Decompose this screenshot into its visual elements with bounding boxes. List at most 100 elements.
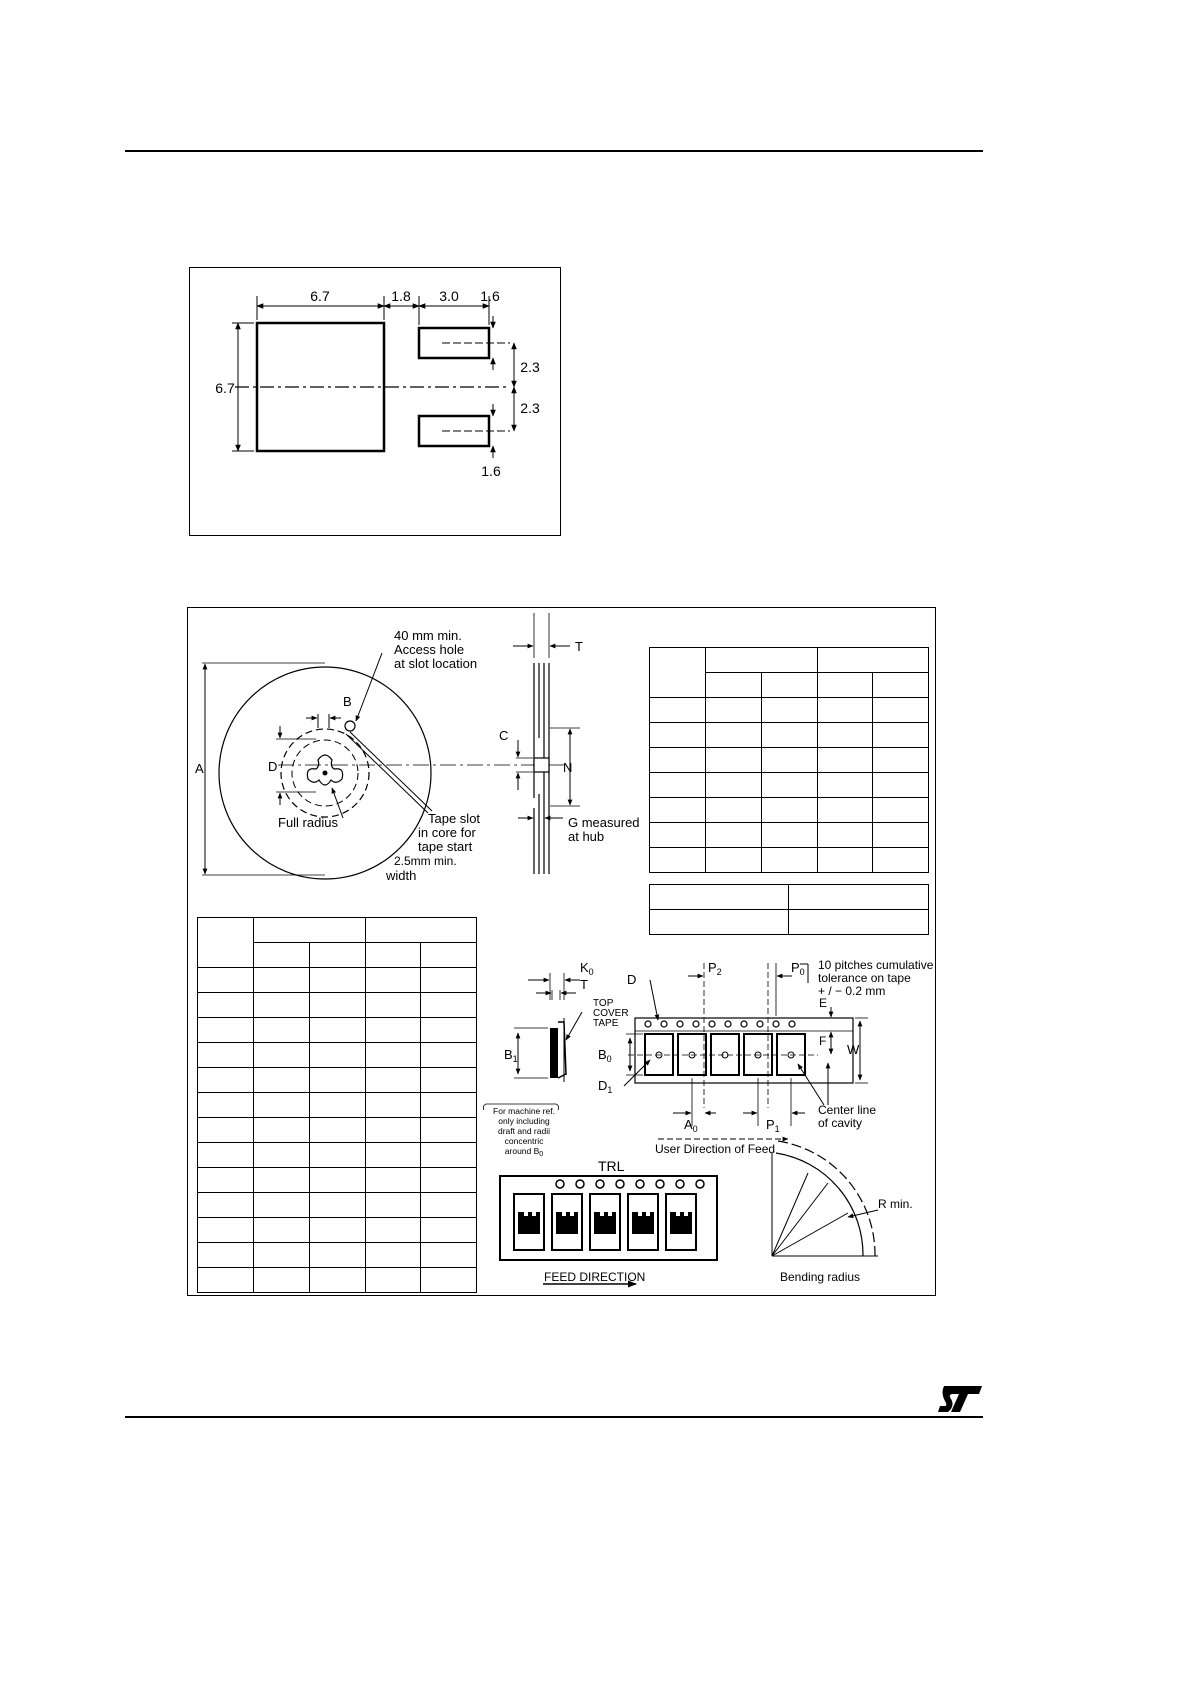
reel-label-access-1: 40 mm min. [394, 628, 462, 643]
tape-label-top-cover-2: COVER [593, 1008, 629, 1019]
table-row [649, 847, 929, 873]
table-row [649, 909, 929, 935]
table-cell [197, 917, 254, 968]
tape-label-p2: P2 [708, 960, 722, 977]
dim-top-3-0: 3.0 [439, 288, 459, 304]
reel-label-g-1: G measured [568, 815, 640, 830]
dim-right-upper: 2.3 [520, 359, 540, 375]
table-row [649, 797, 929, 823]
reel-label-a: A [195, 761, 204, 776]
tape-label-d: D [627, 972, 636, 987]
reel-label-d: D [268, 759, 277, 774]
tape-label-a0: A0 [684, 1117, 698, 1134]
tape-label-tolerance-1: 10 pitches cumulative [818, 958, 934, 972]
dim-top-1-8: 1.8 [391, 288, 411, 304]
dim-top-1-6: 1.6 [480, 288, 500, 304]
tape-label-machine-3: draft and radii [498, 1126, 550, 1136]
table-cell [816, 647, 929, 673]
trl-label: TRL [598, 1158, 625, 1174]
table-row [649, 697, 929, 723]
tape-reel-diagram-frame: 40 mm min. Access hole at slot location … [187, 607, 936, 1296]
table-row [197, 1042, 477, 1068]
table-row [197, 1092, 477, 1118]
tape-reel-diagram: 40 mm min. Access hole at slot location … [195, 613, 934, 1288]
table-cell [649, 647, 706, 698]
tape-label-machine-1: For machine ref. [493, 1106, 555, 1116]
table-row [197, 967, 477, 993]
table-cell [872, 672, 929, 698]
tape-label-b0: B0 [598, 1047, 612, 1064]
table-row [197, 1117, 477, 1143]
tape-label-t: T [580, 977, 588, 992]
table-cell [705, 672, 762, 698]
table-cell [705, 647, 818, 673]
tape-dimensions-table [197, 917, 477, 1293]
tape-label-center-1: Center line [818, 1103, 876, 1117]
reel-label-access-3: at slot location [394, 656, 477, 671]
table-row [197, 1017, 477, 1043]
tape-label-machine-4: concentric [505, 1136, 544, 1146]
reel-label-tape-slot-2: in core for [418, 825, 476, 840]
reel-label-tape-slot-3: tape start [418, 839, 473, 854]
tape-label-user-direction: User Direction of Feed [655, 1142, 775, 1156]
table-row [649, 822, 929, 848]
access-hole [344, 720, 356, 732]
table-row [197, 1167, 477, 1193]
reel-dimensions-table [649, 647, 929, 873]
reel-label-tape-slot-1: Tape slot [428, 811, 480, 826]
reel-label-access-2: Access hole [394, 642, 464, 657]
reel-label-g-2: at hub [568, 829, 604, 844]
table-row [197, 1067, 477, 1093]
dim-bottom-1-6: 1.6 [481, 463, 501, 479]
tape-label-center-2: of cavity [818, 1116, 862, 1130]
r-min-label: R min. [878, 1197, 913, 1211]
reel-summary-table [649, 884, 929, 935]
header-rule [125, 150, 983, 152]
reel-label-tape-slot-5: width [385, 868, 416, 883]
reel-label-n: N [563, 760, 572, 775]
reel-label-b: B [343, 694, 352, 709]
reel-label-tape-slot-4: 2.5mm min. [394, 854, 457, 868]
dim-right-lower: 2.3 [520, 400, 540, 416]
feed-direction-label: FEED DIRECTION [544, 1270, 645, 1284]
tape-label-p1: P1 [766, 1117, 780, 1134]
table-row [197, 1217, 477, 1243]
table-cell [816, 672, 874, 698]
reel-label-t: T [575, 639, 583, 654]
reel-label-full-radius: Full radius [278, 815, 338, 830]
tape-label-tolerance-2: tolerance on tape [818, 971, 911, 985]
footer-rule [125, 1416, 983, 1418]
tape-label-machine-5: around B0 [505, 1146, 544, 1158]
tape-label-b1: B1 [504, 1047, 518, 1064]
large-pad [255, 321, 386, 453]
st-logo-icon: ST [936, 1382, 982, 1412]
dim-top-6-7: 6.7 [310, 288, 330, 304]
table-row [197, 1192, 477, 1218]
tape-label-e: E [819, 996, 827, 1010]
table-cell [364, 917, 477, 943]
reel-outline [218, 666, 432, 880]
tape-strip [634, 1017, 854, 1084]
reel-label-c: C [499, 728, 508, 743]
tape-label-f: F [819, 1034, 826, 1048]
table-row [197, 992, 477, 1018]
tape-label-d1: D1 [598, 1078, 612, 1095]
tape-label-k0: K0 [580, 960, 594, 977]
table-cell [760, 672, 818, 698]
bending-radius-label: Bending radius [780, 1270, 860, 1284]
trl-strip [499, 1175, 718, 1261]
table-row [197, 1242, 477, 1268]
tape-label-p0: P0 [791, 960, 805, 977]
tape-label-top-cover-3: TAPE [593, 1018, 619, 1029]
table-row [649, 884, 929, 910]
table-cell [253, 917, 366, 943]
table-row [649, 772, 929, 798]
tape-label-w: W [847, 1042, 860, 1057]
tape-label-tolerance-3: + / − 0.2 mm [818, 984, 885, 998]
table-row [649, 747, 929, 773]
footprint-diagram: 6.7 1.8 3.0 1.6 6.7 2.3 2.3 1.6 [215, 288, 540, 479]
dim-left-6-7: 6.7 [215, 380, 235, 396]
st-logo-text: ST [936, 1382, 938, 1383]
table-row [197, 1267, 477, 1293]
table-row [649, 722, 929, 748]
